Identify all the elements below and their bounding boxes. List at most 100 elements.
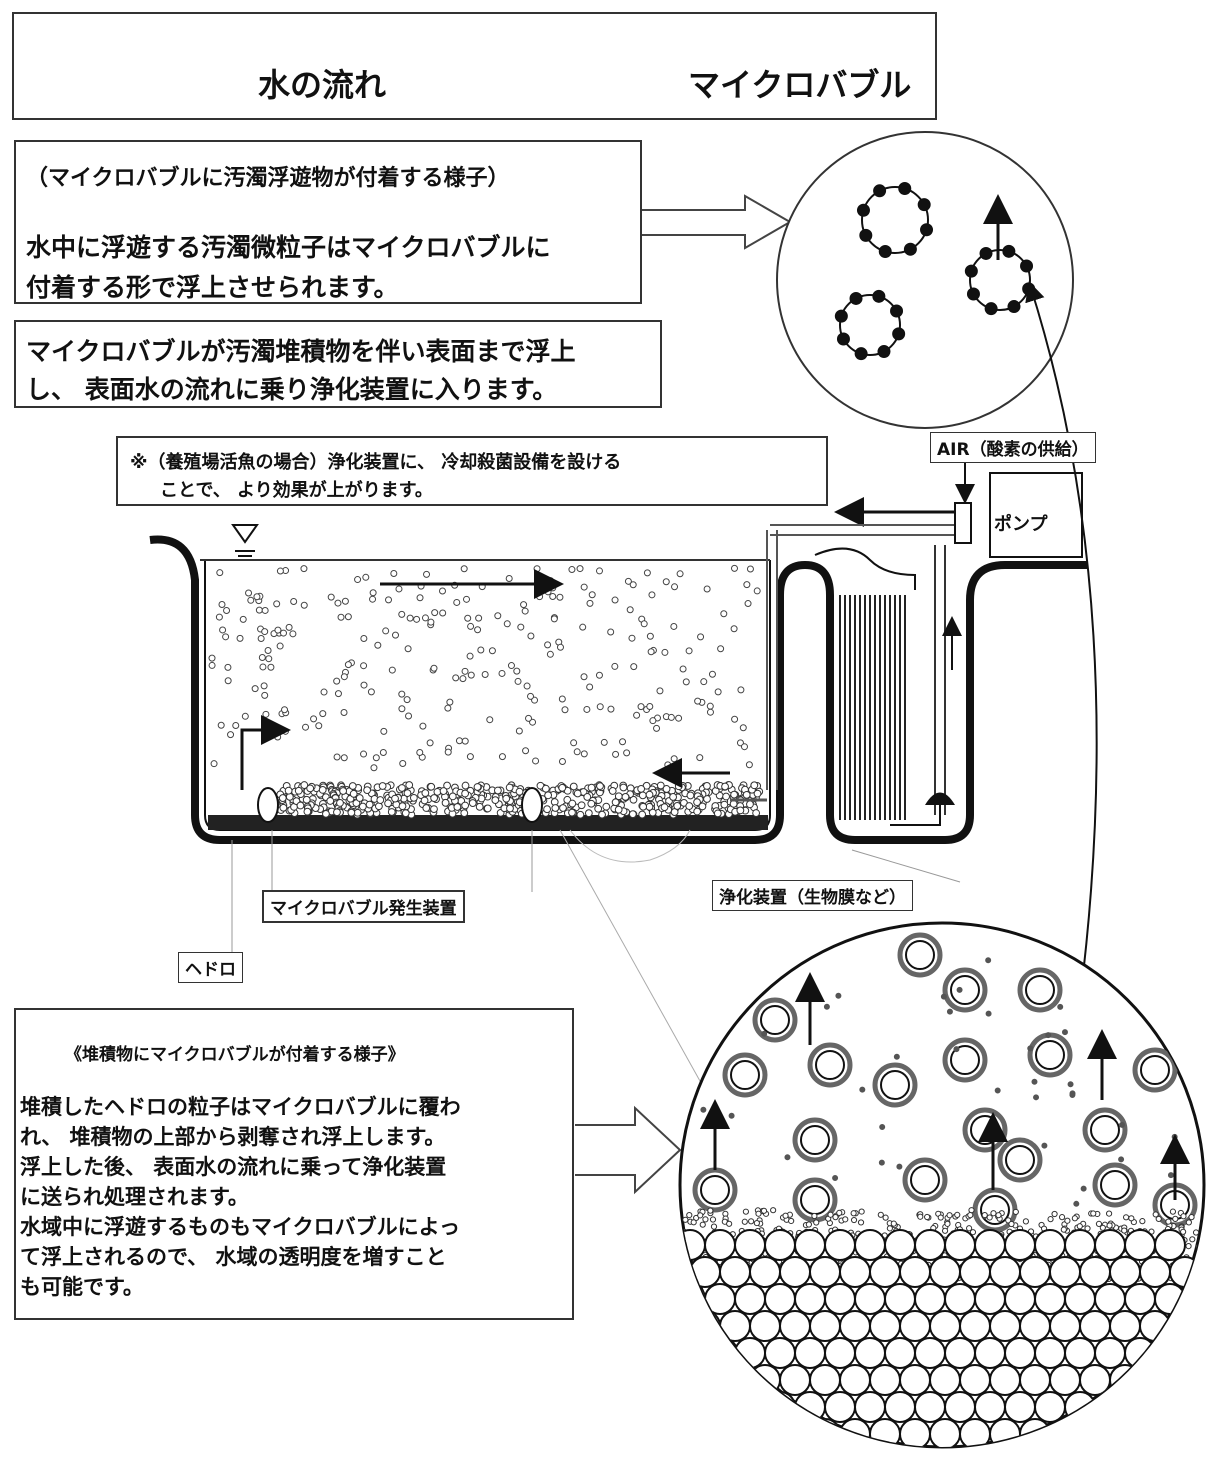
sediment-bubble (981, 1211, 988, 1219)
tank-bubble (378, 782, 387, 790)
coated-bubble-core (1090, 1115, 1120, 1145)
sediment-particle (1049, 1310, 1081, 1342)
sediment-particle (884, 1283, 916, 1315)
sediment-bubble (886, 1225, 893, 1232)
tank-bubble (461, 789, 470, 798)
sediment-particle (689, 1310, 721, 1342)
sediment-bubble (1152, 1211, 1159, 1218)
tank-bubble (708, 670, 716, 678)
box2-line1: マイクロバブルが汚濁堆積物を伴い表面まで浮上 (26, 337, 576, 366)
tank-bubble (671, 763, 679, 771)
box1-line2: 付着する形で浮上させられます。 (26, 273, 399, 302)
tank-bubble (633, 711, 641, 719)
sediment-bubble (811, 1212, 818, 1220)
tank-bubble (420, 796, 429, 805)
tank-bubble (638, 810, 647, 819)
tank-bubble (570, 739, 578, 747)
tank-bubble (649, 717, 657, 725)
sediment-particle (959, 1310, 991, 1342)
purifier-overflow (814, 547, 916, 590)
coated-bubble-core (970, 1115, 1000, 1145)
sludge-layer (208, 815, 768, 830)
tank-bubble (559, 804, 567, 812)
tank-bubble (645, 802, 654, 811)
sediment-particle (1034, 1283, 1066, 1315)
floating-particle (1118, 1156, 1125, 1163)
dirt-particle (1007, 300, 1021, 314)
tank-bubble (693, 798, 701, 807)
bottom-magnifier-bubbles (680, 932, 1203, 1447)
floating-particle (1067, 1081, 1074, 1088)
tank-bubble (264, 647, 272, 655)
explanation-box-3 (14, 1008, 574, 1320)
tank-bubble (742, 790, 751, 799)
tank-bubble (398, 705, 406, 713)
tank-bubble (405, 712, 413, 720)
tank-bubble (667, 713, 675, 721)
sediment-bubble (1185, 1219, 1192, 1226)
tank-bubble (257, 635, 265, 643)
dirt-particle (854, 347, 868, 361)
tank-bubble (481, 671, 489, 679)
sediment-particle (1109, 1256, 1141, 1288)
tank-bubble (527, 632, 535, 640)
tank-bubble (626, 606, 634, 614)
sediment-particle (989, 1418, 1021, 1447)
sediment-bubble (857, 1219, 865, 1226)
sediment-particle (779, 1256, 811, 1288)
coated-bubble-core (800, 1125, 830, 1155)
tank-bubble (532, 757, 540, 765)
tank-bubble (461, 781, 470, 790)
sediment-particle (869, 1418, 901, 1447)
tank-bubble (239, 615, 247, 623)
callout-arrow-top (640, 194, 792, 250)
dirt-particle (917, 198, 931, 212)
tank-bubble (506, 804, 514, 813)
purifier-filter-fins (839, 595, 906, 820)
sediment-particle (1154, 1283, 1186, 1315)
dirt-particle (859, 228, 873, 242)
tank-bubble (210, 760, 218, 768)
tank-bubble (737, 686, 745, 694)
dirt-particle (966, 287, 980, 301)
tank-bubble (753, 587, 761, 595)
tank-bubble (521, 607, 529, 615)
sediment-particle (704, 1391, 736, 1423)
dirt-particle (903, 242, 917, 256)
sediment-particle (1169, 1310, 1201, 1342)
tank-bubble (568, 566, 576, 574)
sediment-bubble (1047, 1216, 1054, 1223)
tank-bubble (639, 802, 648, 811)
dirt-particle (878, 245, 892, 259)
tank-bubble (693, 807, 702, 816)
dirt-particle (872, 289, 886, 303)
sediment-bubble (917, 1213, 924, 1220)
sediment-particle (1079, 1256, 1111, 1288)
sediment-particle (1124, 1337, 1156, 1369)
tank-bubble (344, 613, 352, 621)
tank-bubble (522, 747, 530, 755)
sediment-bubble (1058, 1214, 1066, 1221)
sediment-particle (1169, 1364, 1201, 1396)
tank-bubble (353, 808, 362, 817)
floating-particle (985, 1010, 992, 1017)
floating-particle (823, 1003, 830, 1010)
sediment-bubble (850, 1216, 858, 1224)
tank-bubble (403, 789, 412, 798)
tank-bubble (720, 800, 729, 809)
tank-bubble (706, 702, 714, 710)
tank-bubble (333, 808, 341, 817)
tank-bubble (216, 569, 224, 577)
tank-bubble (431, 609, 439, 617)
sediment-particle (704, 1337, 736, 1369)
sediment-particle (1064, 1337, 1096, 1369)
tank-bubble (503, 620, 511, 628)
dirt-particle (1002, 244, 1016, 258)
floating-particle (835, 992, 842, 999)
floating-particle (778, 964, 785, 971)
sediment-bubble (941, 1227, 949, 1234)
tank-bubble (227, 731, 235, 739)
box1-line1: 水中に浮遊する汚濁微粒子はマイクロバブルに (26, 233, 551, 262)
sediment-particle (824, 1391, 856, 1423)
tank-bubble (544, 641, 552, 649)
